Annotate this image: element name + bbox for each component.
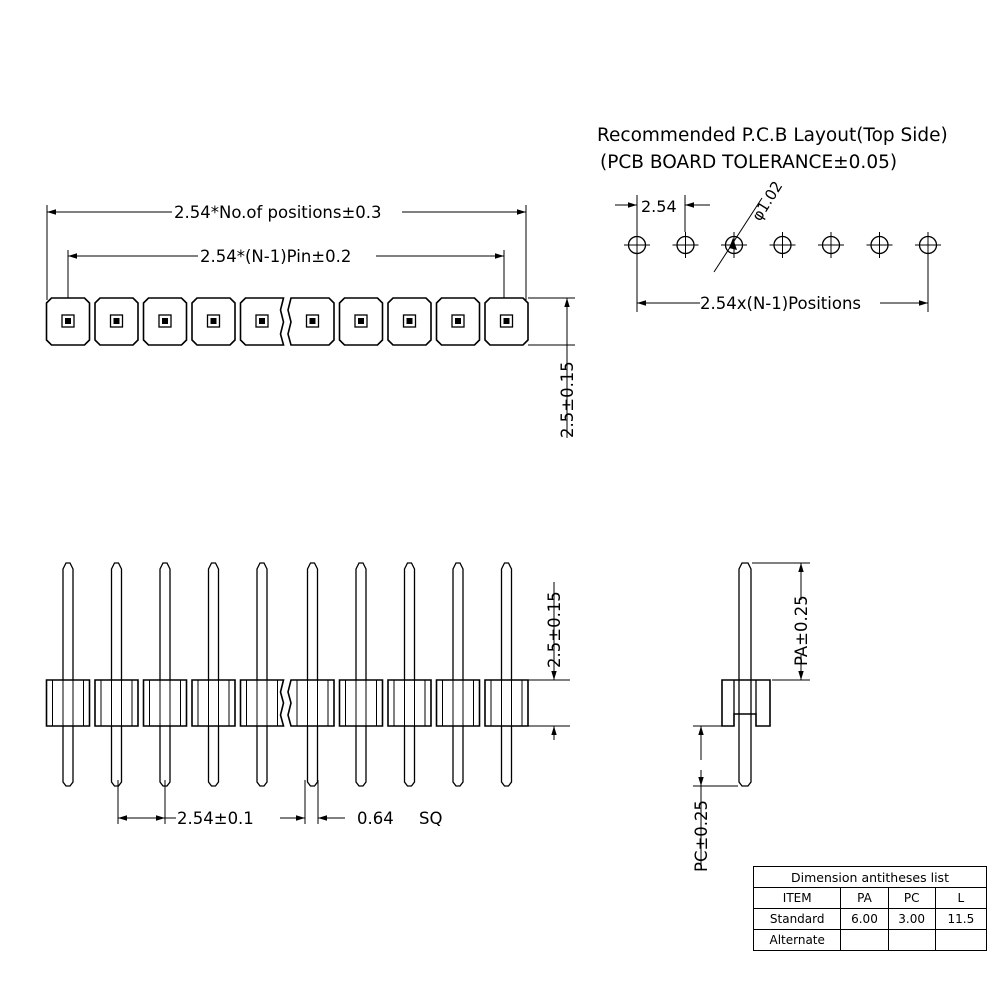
pcb-hole <box>721 232 747 258</box>
table-cell: 3.00 <box>887 908 936 930</box>
table-header-cell: ITEM <box>752 887 842 909</box>
header-pin <box>110 562 123 787</box>
header-pin <box>500 562 513 787</box>
pcb-hole <box>818 232 844 258</box>
housing-cell <box>287 297 335 346</box>
housing-cell <box>45 297 91 346</box>
pcb-hole <box>866 232 893 258</box>
side-pin <box>738 562 752 787</box>
pin-size-label: 0.64 <box>357 809 394 828</box>
header-pin <box>452 562 464 787</box>
body-block <box>387 679 432 727</box>
housing-cell <box>94 297 139 346</box>
table-row: Alternate <box>752 929 988 951</box>
housing-cell <box>435 297 481 346</box>
body-block <box>142 679 188 727</box>
pcb-hole <box>672 232 699 258</box>
table-header-cell: L <box>934 887 988 909</box>
front-view: 2.5±0.15 2.54±0.1 0.64 SQ <box>45 562 570 828</box>
header-pin <box>62 562 74 787</box>
table-cell <box>887 929 936 951</box>
housing-cell <box>191 297 236 346</box>
body-block <box>484 679 529 727</box>
top-housing-cells <box>45 297 529 346</box>
header-pin <box>159 562 171 787</box>
pcb-holes <box>624 232 941 258</box>
body-block <box>191 679 236 727</box>
pcb-layout-title: Recommended P.C.B Layout(Top Side) <box>597 125 948 146</box>
body-block <box>338 679 384 727</box>
body-block <box>239 679 285 727</box>
housing-cell <box>239 297 285 346</box>
front-pitch-label: 2.54±0.1 <box>177 809 254 828</box>
table-caption: Dimension antitheses list <box>753 866 987 888</box>
pc-label: PC±0.25 <box>692 800 711 872</box>
header-pin <box>256 562 268 787</box>
housing-cell <box>387 297 432 346</box>
pcb-pitch-label: 2.54 <box>641 197 677 216</box>
top-view: 2.54*No.of positions±0.3 2.54*(N-1)Pin±0… <box>45 203 577 438</box>
body-block <box>435 679 481 727</box>
table-caption-row: Dimension antitheses list <box>753 866 987 888</box>
pcb-tolerance-note: (PCB BOARD TOLERANCE±0.05) <box>600 152 897 173</box>
pin-span-label: 2.54*(N-1)Pin±0.2 <box>200 247 351 266</box>
header-pin <box>306 562 319 787</box>
table-cell <box>934 929 988 951</box>
body-block <box>45 679 91 727</box>
pcb-span-label: 2.54x(N-1)Positions <box>700 294 861 313</box>
header-pin <box>403 562 416 787</box>
table-cell <box>840 929 889 951</box>
table-header-cell: PA <box>840 887 889 909</box>
table-cell: 6.00 <box>840 908 889 930</box>
front-body <box>45 679 529 727</box>
pcb-hole <box>769 232 796 258</box>
table-cell: Standard <box>752 908 842 930</box>
front-pins <box>62 562 513 787</box>
overall-length-label: 2.54*No.of positions±0.3 <box>174 203 382 222</box>
header-pin <box>355 562 367 787</box>
pcb-hole <box>915 232 941 258</box>
pin-size-suffix: SQ <box>419 809 442 828</box>
table-row: Standard 6.00 3.00 11.5 <box>752 908 988 930</box>
top-width-label: 2.5±0.15 <box>558 361 577 438</box>
pcb-hole-diameter-label: φ1.02 <box>748 178 786 224</box>
housing-cell <box>142 297 188 346</box>
body-block <box>94 679 139 727</box>
header-pin <box>207 562 220 787</box>
table-header-row: ITEM PA PC L <box>752 887 988 909</box>
housing-cell <box>338 297 384 346</box>
dimension-table: Dimension antitheses list ITEM PA PC L S… <box>752 866 988 951</box>
housing-cell <box>484 297 529 346</box>
side-view: PA±0.25 PC±0.25 <box>692 562 811 872</box>
pa-label: PA±0.25 <box>792 595 811 666</box>
pcb-layout-view: Recommended P.C.B Layout(Top Side) (PCB … <box>597 125 948 313</box>
body-height-label: 2.5±0.15 <box>545 591 564 668</box>
pcb-hole <box>624 232 650 258</box>
table-cell: Alternate <box>752 929 842 951</box>
table-cell: 11.5 <box>934 908 988 930</box>
body-block <box>287 679 335 727</box>
table-header-cell: PC <box>887 887 936 909</box>
